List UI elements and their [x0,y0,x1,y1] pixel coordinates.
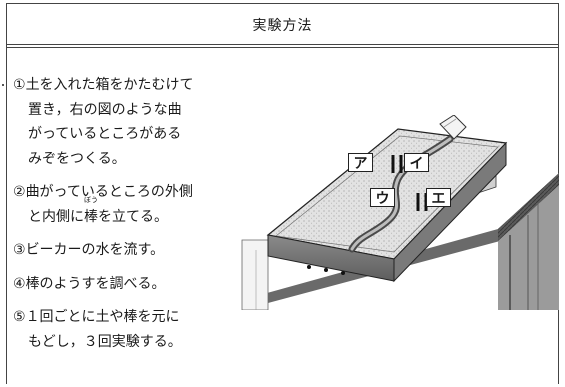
step-text: みぞをつくる。 [28,150,126,167]
step-number: ① [13,77,26,93]
label-u: ウ [370,188,395,207]
label-i: イ [404,153,429,172]
procedure-steps: ①土を入れた箱をかたむけて 置き，右の図のような曲 がっているところがある みぞ… [13,73,228,363]
label-a: ア [348,153,373,172]
step-text: 棒のようすを調べる。 [25,275,166,292]
section-title: 実験方法 [252,18,313,34]
step-text: １回ごとに土や棒を元に [25,309,180,325]
step-5: ⑤１回ごとに土や棒を元に もどし，３回実験する。 [13,305,228,354]
step-text: を立てる。 [98,208,168,225]
step-4: ④棒のようすを調べる。 [13,272,228,297]
step-text: と内側に [28,208,84,225]
step-text: 土を入れた箱をかたむけて [25,77,194,93]
beaker [439,114,467,140]
title-divider [7,44,558,45]
label-e: エ [426,188,451,207]
ruby-word: ぼう棒 [84,196,98,230]
step-text: 曲がっているところの外側 [25,184,193,200]
sand-tray-illustration [241,114,559,311]
desk [241,173,559,311]
step-number: ③ [13,242,26,258]
step-number: ⑤ [13,309,26,325]
ruby-base: 棒 [84,208,98,225]
step-number: ② [13,184,26,200]
experiment-figure: ア イ ウ エ [228,114,559,311]
step-number: ④ [13,275,26,292]
step-2: ②曲がっているところの外側 と内側にぼう棒を立てる。 [13,180,228,229]
step-1: ①土を入れた箱をかたむけて 置き，右の図のような曲 がっているところがある みぞ… [13,73,228,171]
step-text: 置き，右の図のような曲 [28,101,182,118]
step-text: ビーカーの水を流す。 [25,242,165,258]
step-text: がっているところがある [28,126,182,142]
ruby-reading: ぼう [84,195,98,204]
margin-mark [2,84,4,86]
step-text: もどし，３回実験する。 [28,333,182,350]
step-3: ③ビーカーの水を流す。 [13,238,228,263]
title-divider-double [7,47,558,48]
